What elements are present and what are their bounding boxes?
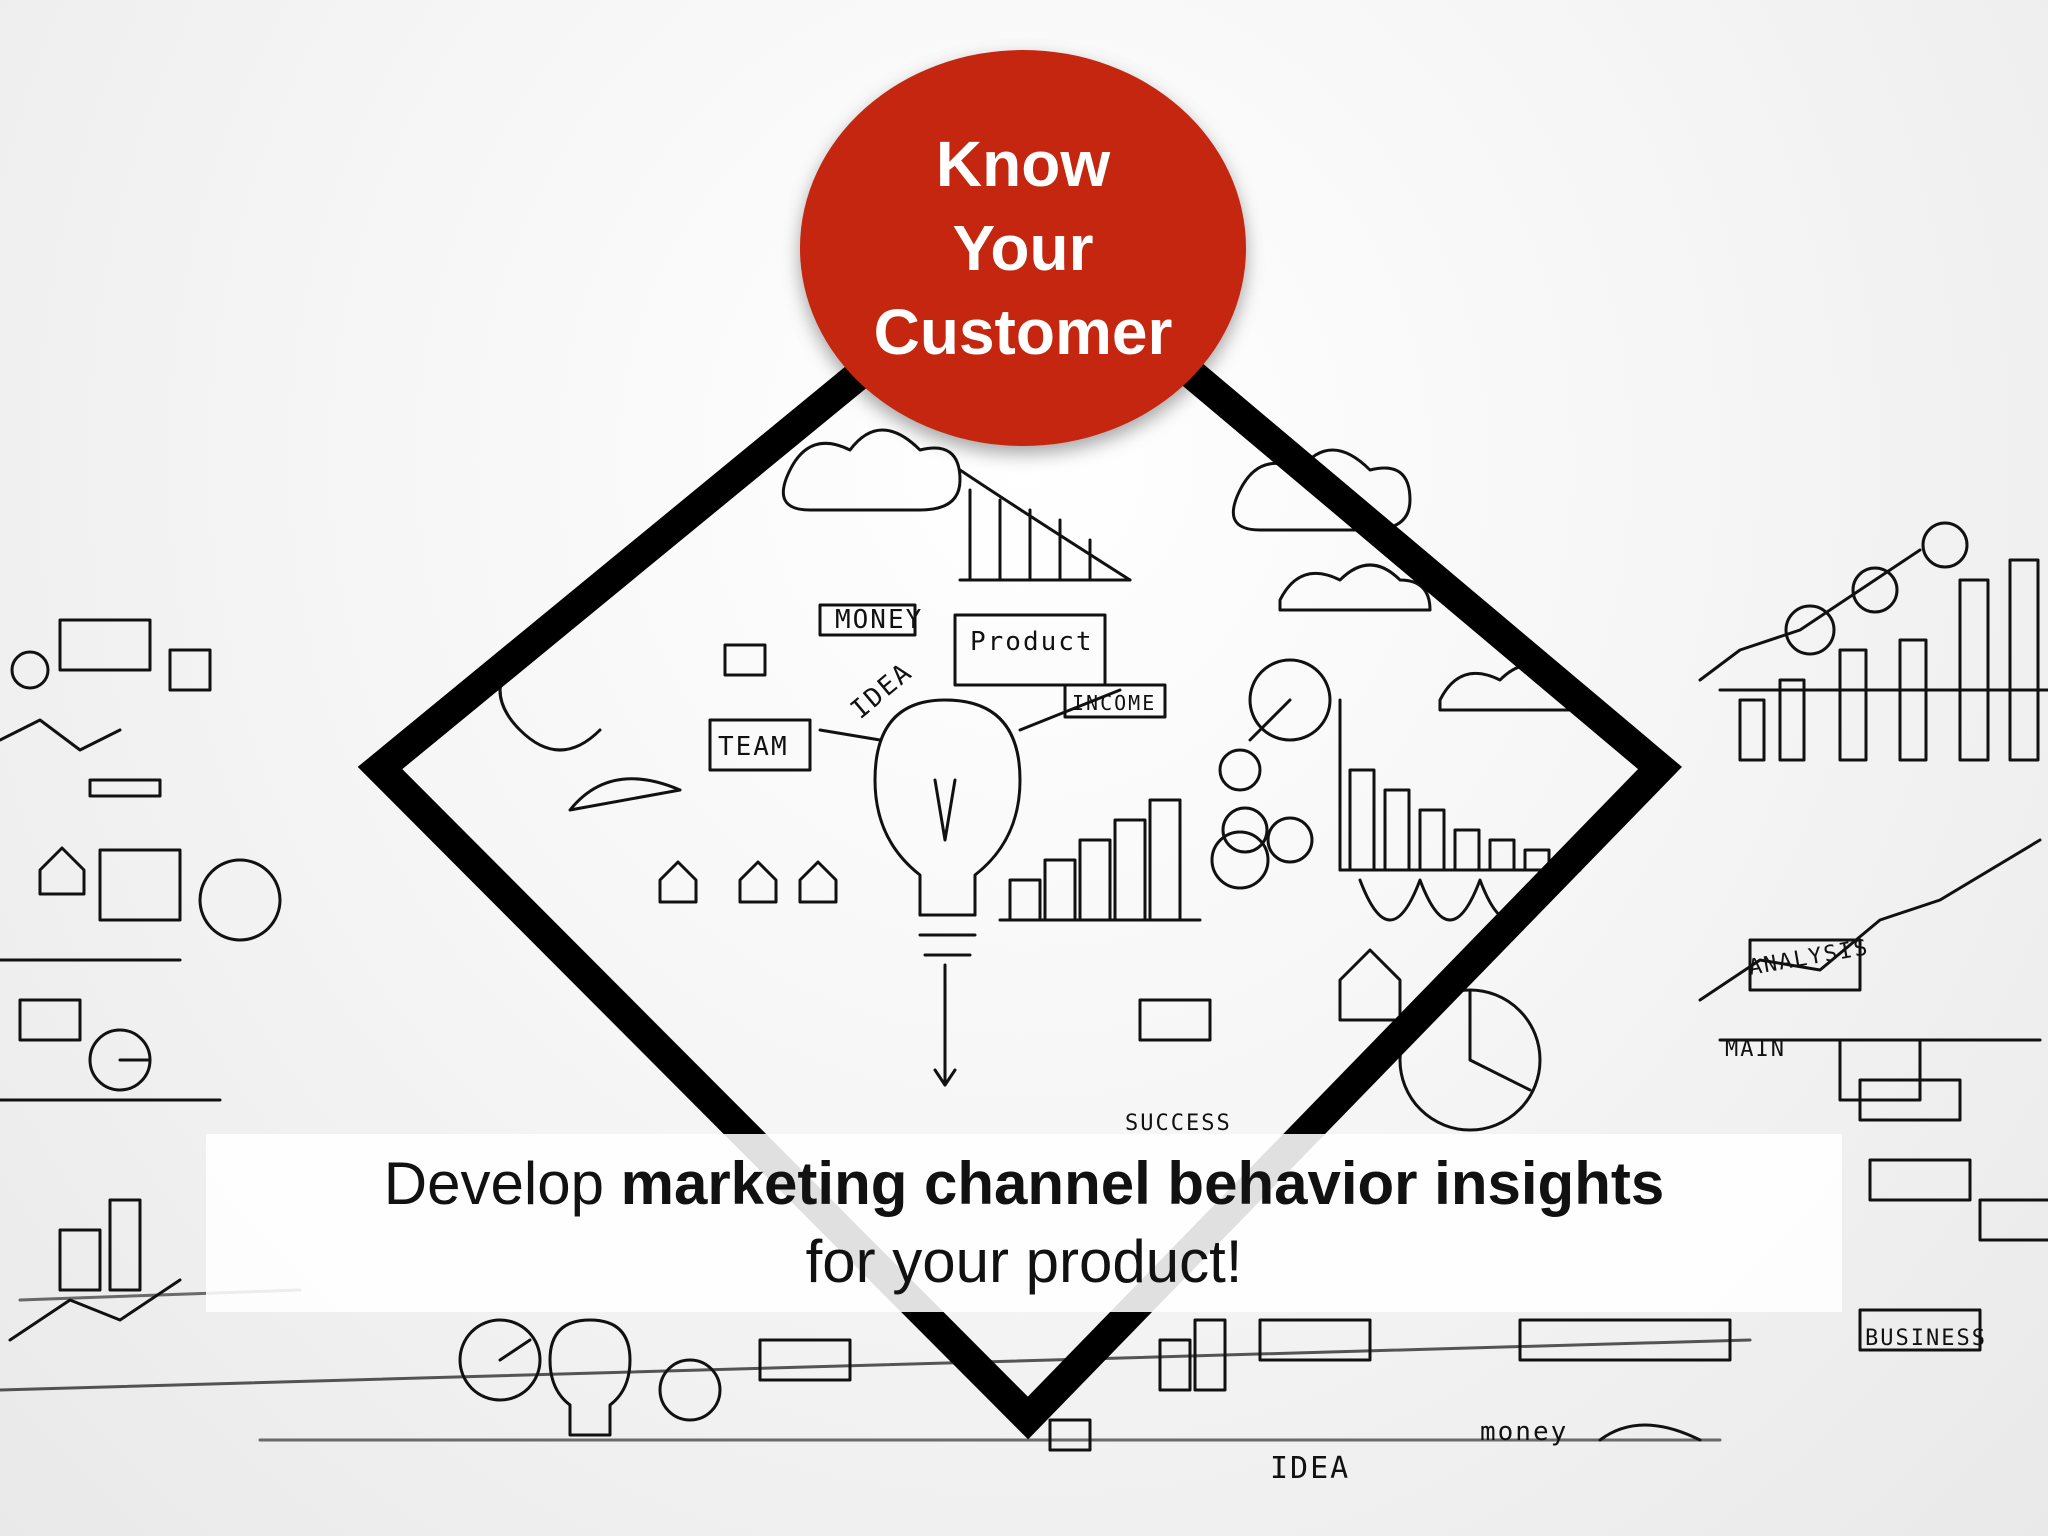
badge-line-1: Know (935, 128, 1111, 200)
lightbulb-icon (873, 698, 1022, 1087)
sketch-label-money-bottom: money (1480, 1417, 1568, 1447)
diamond-frame (357, 216, 1682, 1440)
sketch-label-main: MAIN (1725, 1037, 1786, 1062)
badge-line-2: Your (952, 212, 1094, 284)
sketch-label-success: SUCCESS (1125, 1111, 1232, 1136)
caption-bold-phrase: marketing channel behavior insights (620, 1150, 1665, 1217)
left-sketch-cluster (0, 618, 282, 1342)
sketch-label-money: MONEY (835, 605, 923, 635)
know-your-customer-badge: Know Your Customer (800, 50, 1246, 446)
right-sketch-cluster (1698, 521, 2048, 1352)
caption-line-1: Develop marketing channel behavior insig… (384, 1145, 1664, 1223)
sketch-label-analysis: ANALYSIS (1747, 935, 1871, 981)
caption-banner: Develop marketing channel behavior insig… (206, 1134, 1842, 1312)
center-sketch-cluster (498, 428, 1592, 1132)
sketch-label-income: INCOME (1072, 691, 1156, 715)
badge-line-3: Customer (873, 296, 1173, 368)
bottom-sketch-cluster (458, 1318, 1732, 1452)
caption-line-2: for your product! (805, 1228, 1243, 1295)
sketch-label-idea: IDEA (845, 657, 918, 725)
sketch-label-team: TEAM (718, 732, 789, 762)
sketch-label-idea-bottom: IDEA (1270, 1451, 1350, 1486)
caption-prefix: Develop (383, 1150, 604, 1217)
sketch-label-product: Product (970, 627, 1094, 657)
sketch-label-business: BUSINESS (1865, 1326, 1987, 1351)
